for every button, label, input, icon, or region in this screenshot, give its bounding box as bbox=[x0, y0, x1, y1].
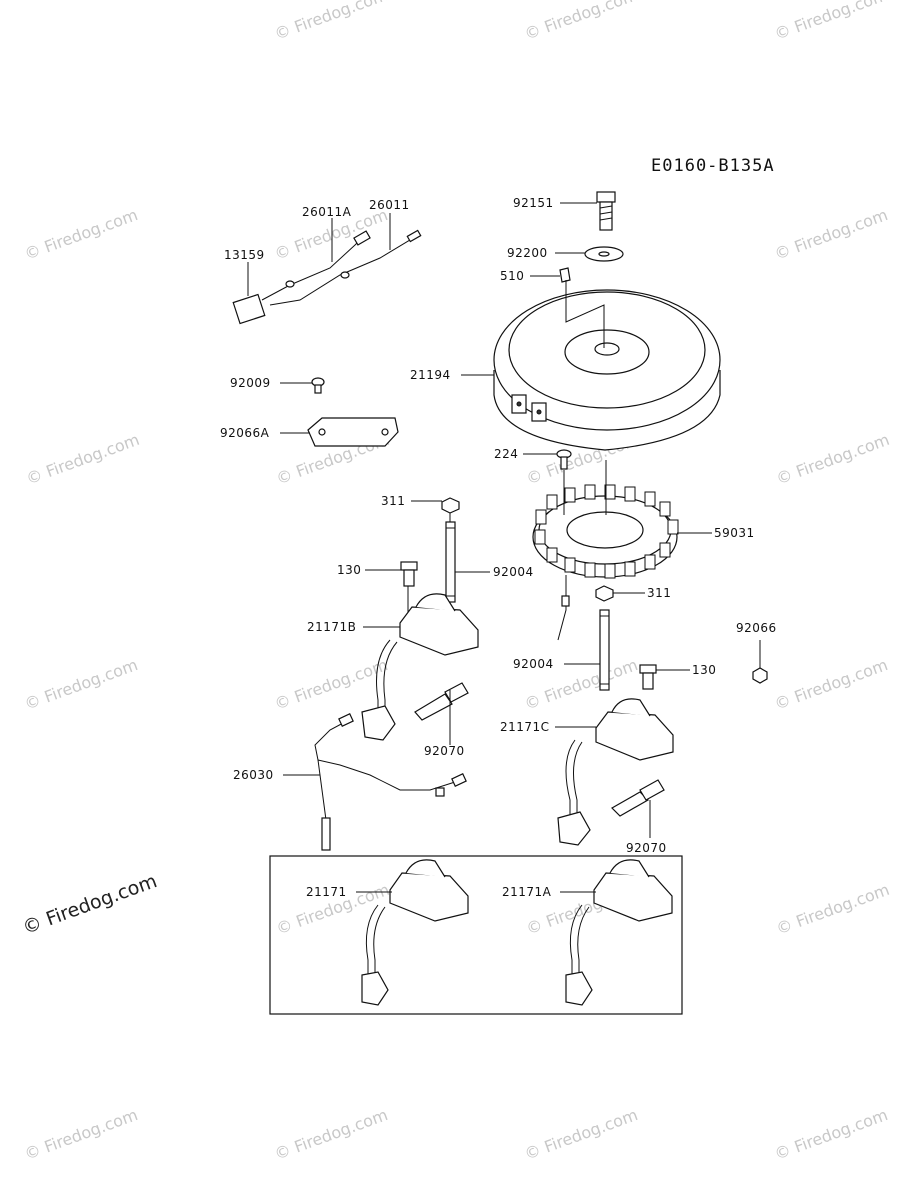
label-92066: 92066 bbox=[736, 621, 777, 635]
bolt-130-left bbox=[400, 561, 418, 587]
label-21171A: 21171A bbox=[502, 885, 552, 899]
spark-plug-92070-right bbox=[611, 779, 665, 817]
label-26011A: 26011A bbox=[302, 205, 352, 219]
label-21194: 21194 bbox=[410, 368, 451, 382]
flywheel-21194 bbox=[493, 289, 721, 451]
label-92009: 92009 bbox=[230, 376, 271, 390]
leader-lines bbox=[247, 202, 761, 893]
label-92004-left: 92004 bbox=[493, 565, 534, 579]
watermark-text: © Firedog.com bbox=[772, 655, 890, 714]
lead-26030 bbox=[314, 713, 467, 851]
nut-311-top bbox=[441, 497, 460, 514]
label-130-right: 130 bbox=[692, 663, 716, 677]
watermark-text: © Firedog.com bbox=[772, 205, 890, 264]
nut-92066 bbox=[752, 667, 768, 684]
watermark-text: © Firedog.com bbox=[774, 430, 892, 489]
watermark-text: © Firedog.com bbox=[22, 1105, 140, 1164]
label-311-right: 311 bbox=[647, 586, 671, 600]
label-92004-right: 92004 bbox=[513, 657, 554, 671]
label-21171C: 21171C bbox=[500, 720, 550, 734]
watermark-text: © Firedog.com bbox=[272, 655, 390, 714]
key-510 bbox=[559, 267, 571, 283]
label-130-left: 130 bbox=[337, 563, 361, 577]
label-21171: 21171 bbox=[306, 885, 347, 899]
label-92070-left: 92070 bbox=[424, 744, 465, 758]
plate-92066A bbox=[307, 417, 399, 447]
label-59031: 59031 bbox=[714, 526, 755, 540]
watermark-text: © Firedog.com bbox=[272, 0, 390, 44]
label-92200: 92200 bbox=[507, 246, 548, 260]
watermark-text: © Firedog.com bbox=[774, 880, 892, 939]
washer-92200 bbox=[584, 246, 624, 262]
alternate-coils-box bbox=[269, 855, 683, 1015]
diagram-code: E0160-B135A bbox=[651, 156, 775, 176]
label-26030: 26030 bbox=[233, 768, 274, 782]
stator-59031 bbox=[532, 484, 679, 641]
label-510: 510 bbox=[500, 269, 524, 283]
ignition-coil-21171B bbox=[361, 593, 479, 741]
screw-92009 bbox=[311, 377, 325, 394]
wire-harness-26011 bbox=[232, 229, 422, 325]
watermark-text: © Firedog.com bbox=[22, 655, 140, 714]
label-21171B: 21171B bbox=[307, 620, 356, 634]
bolt-92151 bbox=[596, 191, 616, 231]
label-26011: 26011 bbox=[369, 198, 410, 212]
stud-92004-left bbox=[445, 521, 456, 603]
label-224: 224 bbox=[494, 447, 518, 461]
label-92066A: 92066A bbox=[220, 426, 270, 440]
watermark-text: © Firedog.com bbox=[772, 1105, 890, 1164]
ignition-coil-21171C bbox=[557, 698, 674, 846]
label-13159: 13159 bbox=[224, 248, 265, 262]
watermark-text-dark: © Firedog.com bbox=[20, 870, 160, 939]
label-92151: 92151 bbox=[513, 196, 554, 210]
watermark-text: © Firedog.com bbox=[522, 0, 640, 44]
nut-311-right bbox=[595, 585, 614, 602]
bolt-130-right bbox=[639, 664, 657, 690]
watermark-text: © Firedog.com bbox=[522, 1105, 640, 1164]
ignition-coil-21171 bbox=[361, 859, 469, 1006]
part-labels: 92151 92200 510 21194 224 59031 311 311 … bbox=[220, 196, 777, 899]
watermark-text: © Firedog.com bbox=[272, 1105, 390, 1164]
ignition-coil-21171A bbox=[565, 859, 673, 1006]
watermark-text: © Firedog.com bbox=[772, 0, 890, 44]
watermark-text: © Firedog.com bbox=[24, 430, 142, 489]
spark-plug-92070-left bbox=[414, 682, 469, 721]
label-92070-right: 92070 bbox=[626, 841, 667, 855]
watermark-text: © Firedog.com bbox=[22, 205, 140, 264]
label-311-top: 311 bbox=[381, 494, 405, 508]
stud-92004-right bbox=[599, 609, 610, 691]
